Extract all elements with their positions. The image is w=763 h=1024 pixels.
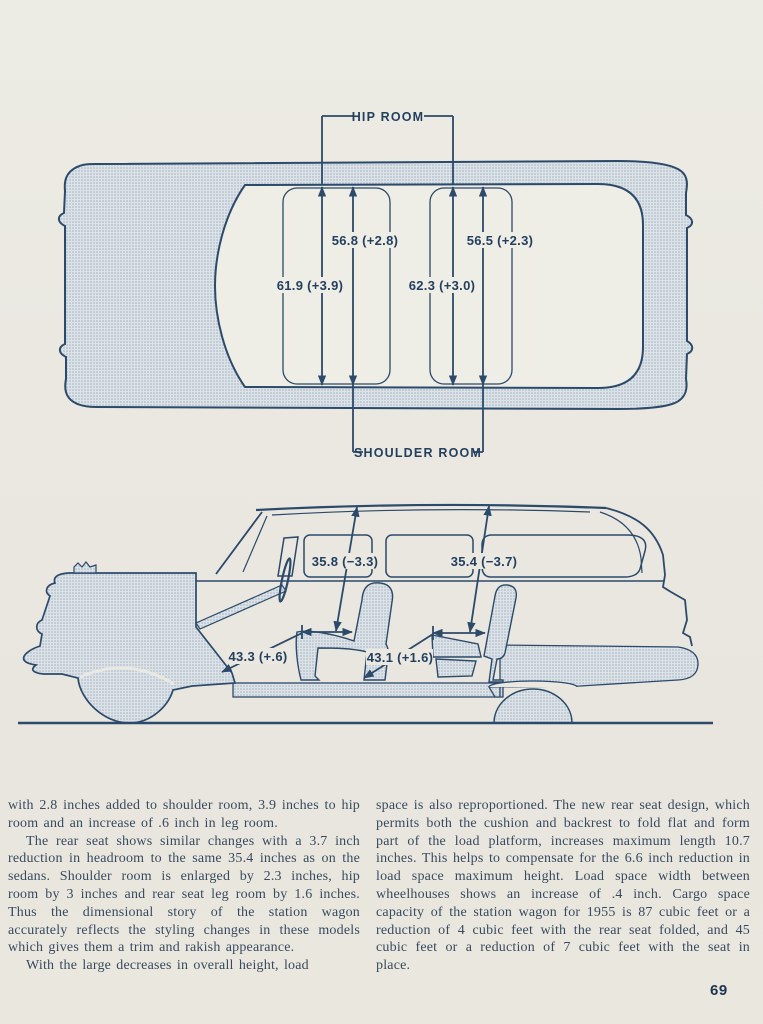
vent-window [277,536,299,577]
rear-seat-cushion [431,634,482,658]
label-backing [331,232,399,248]
rear-shoulder-room-label: 56.5 (+2.3) [467,233,534,248]
paragraph: with 2.8 inches added to shoulder room, … [8,798,360,831]
label-backing [466,232,534,248]
page-number: 69 [710,982,728,999]
paragraph: The rear seat shows similar changes with… [8,833,360,956]
front-headroom-label: 35.8 (−3.3) [312,554,379,569]
side-view-diagram: 35.8 (−3.3) 35.4 (−3.7) 43.3 (+.6) 43.1 … [18,503,713,725]
rear-wheel-arch [489,681,577,687]
front-leg-room-label: 43.3 (+.6) [228,649,287,664]
rear-wheel [493,688,573,724]
rear-seat-backrest [483,584,517,683]
paragraph: space is also reproportioned. The new re… [376,798,750,974]
front-shoulder-room-label: 56.8 (+2.8) [332,233,399,248]
rear-leg-room-label: 43.1 (+1.6) [367,650,434,665]
front-wheel-arch [79,666,175,686]
label-backing [311,553,380,569]
rear-quarter-panel [487,644,699,698]
steering-wheel [278,557,292,603]
body-outline [196,503,693,647]
front-clip [22,572,237,724]
shoulder-room-bracket [352,385,484,453]
hip-room-title: HIP ROOM [352,110,425,124]
steering-column [195,584,287,630]
article-text: with 2.8 inches added to shoulder room, … [8,797,750,975]
shoulder-room-title: SHOULDER ROOM [354,446,482,460]
label-backing [366,649,433,665]
rocker-sill [232,682,504,698]
hip-room-bracket [321,115,454,185]
hood-ornament [73,561,97,574]
left-column: with 2.8 inches added to shoulder room, … [8,797,360,975]
label-backing [408,277,476,293]
paragraph: With the large decreases in overall heig… [26,958,309,974]
label-backing [226,648,290,664]
front-hip-room-label: 61.9 (+3.9) [277,278,344,293]
right-column: space is also reproportioned. The new re… [376,797,750,975]
rear-seat-riser [435,658,477,678]
rear-headroom-label: 35.4 (−3.7) [451,554,518,569]
rear-hip-room-label: 62.3 (+3.0) [409,278,476,293]
top-view-diagram: HIP ROOM SHOULDER ROOM 56.8 (+2.8) 56.5 … [57,110,694,460]
label-backing [450,553,519,569]
label-backing [276,277,344,293]
